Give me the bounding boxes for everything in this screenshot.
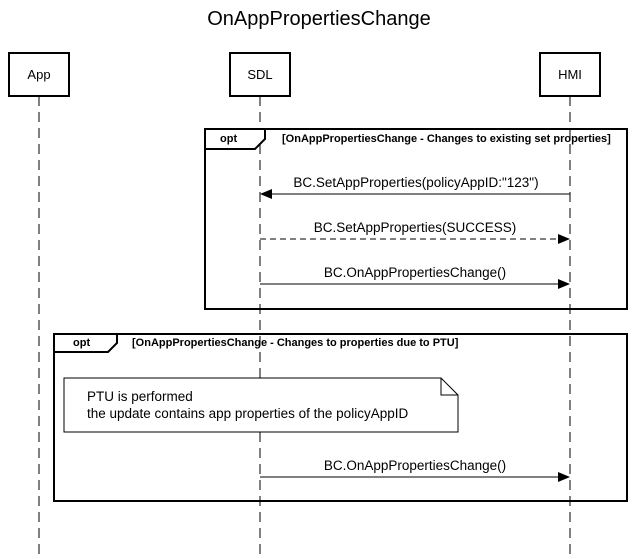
lifelines — [38, 96, 571, 559]
note-ptu: PTU is performed the update contains app… — [63, 377, 459, 433]
message-set-app-properties-label: BC.SetAppProperties(policyAppID:"123") — [293, 175, 538, 190]
message-on-app-properties-change-label: BC.OnAppPropertiesChange() — [324, 265, 506, 280]
participant-hmi-label: HMI — [558, 67, 582, 82]
fragment-1-label-tab — [204, 128, 266, 150]
fragment-2-keyword: opt — [73, 337, 90, 349]
opt-fragment-2: opt [OnAppPropertiesChange - Changes to … — [53, 333, 628, 502]
participant-app: App — [8, 52, 70, 97]
message-on-app-properties-change-ptu-label: BC.OnAppPropertiesChange() — [324, 458, 506, 473]
participant-app-label: App — [27, 67, 50, 82]
fragment-2-condition: [OnAppPropertiesChange - Changes to prop… — [132, 337, 459, 349]
diagram-title: OnAppPropertiesChange — [207, 8, 430, 30]
fragment-1-keyword: opt — [220, 133, 237, 145]
opt-fragment-1: opt [OnAppPropertiesChange - Changes to … — [204, 128, 628, 310]
fragment-2-label-tab — [53, 333, 118, 353]
message-set-app-properties-reply-label: BC.SetAppProperties(SUCCESS) — [314, 220, 517, 235]
note-line-1: PTU is performed — [87, 389, 193, 404]
fragment-2-frame — [53, 333, 628, 502]
participant-sdl: SDL — [229, 52, 291, 97]
participant-sdl-label: SDL — [247, 67, 272, 82]
fragment-1-frame — [204, 128, 628, 310]
fragment-1-condition: [OnAppPropertiesChange - Changes to exis… — [282, 133, 611, 145]
note-line-2: the update contains app properties of th… — [87, 406, 408, 421]
participant-hmi: HMI — [539, 52, 601, 97]
